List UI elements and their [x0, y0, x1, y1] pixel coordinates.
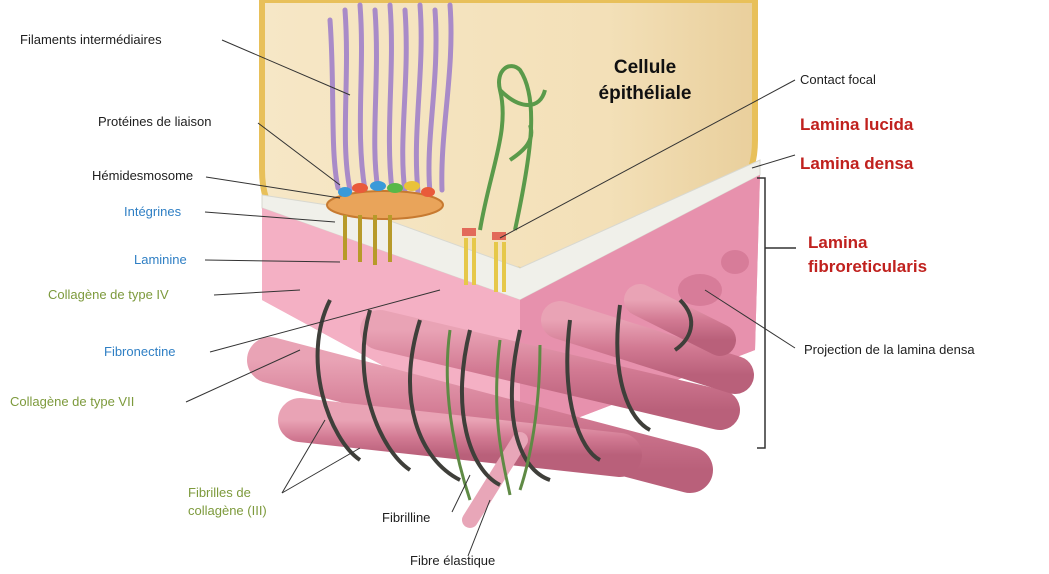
label-proteines-de-liaison: Protéines de liaison [98, 114, 211, 130]
label-fibrilles-line1: Fibrilles de [188, 485, 251, 501]
label-filaments-intermediaires: Filaments intermédiaires [20, 32, 162, 48]
label-fibre-elastique: Fibre élastique [410, 553, 495, 569]
label-collagene-type-iv: Collagène de type IV [48, 287, 169, 303]
label-cellule-line1: Cellule [585, 56, 705, 80]
label-lamina-fibro-line1: Lamina [808, 232, 868, 254]
label-hemidesmosome: Hémidesmosome [92, 168, 193, 184]
label-fibrilles-line2: collagène (III) [188, 503, 267, 519]
label-lamina-fibro-line2: fibroreticularis [808, 256, 927, 278]
label-projection-lamina-densa: Projection de la lamina densa [804, 342, 975, 358]
label-fibronectine: Fibronectine [104, 344, 176, 360]
label-lamina-densa: Lamina densa [800, 153, 913, 175]
label-lamina-lucida: Lamina lucida [800, 114, 913, 136]
label-fibrilline: Fibrilline [382, 510, 430, 526]
label-integrines: Intégrines [124, 204, 181, 220]
label-contact-focal: Contact focal [800, 72, 876, 88]
label-collagene-type-vii: Collagène de type VII [10, 394, 134, 410]
fibroreticularis-bracket [757, 178, 796, 448]
label-laminine: Laminine [134, 252, 187, 268]
label-cellule-line2: épithéliale [585, 82, 705, 106]
